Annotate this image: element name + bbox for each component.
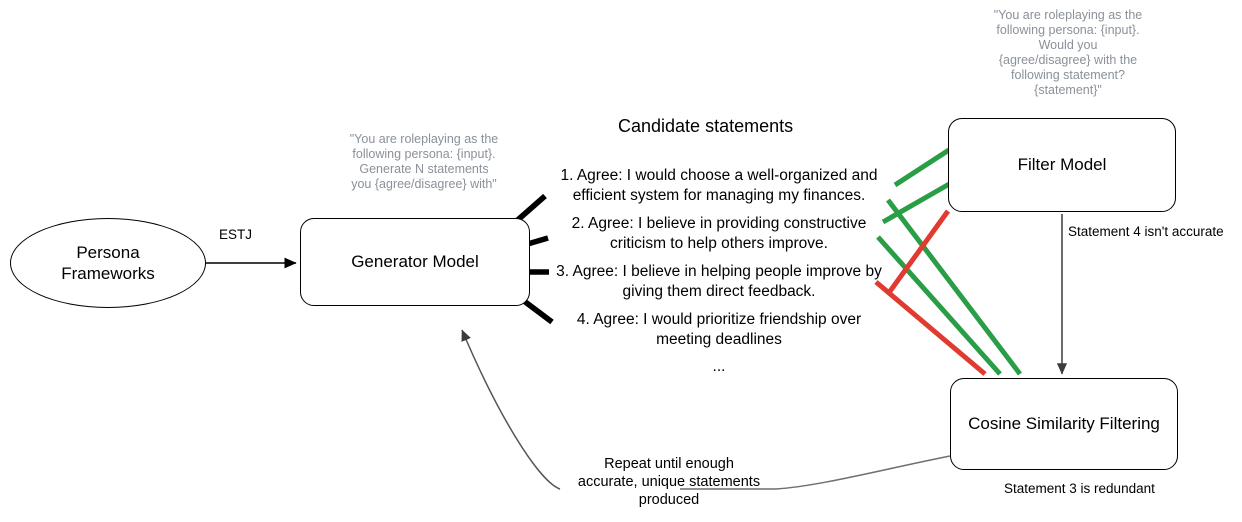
list-ellipsis: ...	[712, 358, 726, 375]
node-filter-model[interactable]: Filter Model	[948, 118, 1176, 212]
edge-statement4-reject	[885, 209, 951, 296]
edge-label-estj: ESTJ	[219, 227, 253, 242]
edge-label-repeat-loop: Repeat until enough accurate, unique sta…	[577, 456, 761, 508]
edge-feedback-loop-tail	[461, 329, 561, 490]
edge-statement3-accept	[876, 235, 1002, 376]
edge-statement2-accept	[881, 180, 953, 225]
list-item: 3. Agree: I believe in helping people im…	[556, 263, 882, 300]
list-item: 4. Agree: I would prioritize friendship …	[576, 311, 862, 348]
edge-statement-accept-to-cosine	[886, 198, 1022, 376]
filter-prompt-text: "You are roleplaying as the following pe…	[993, 8, 1143, 97]
node-filter-label: Filter Model	[1017, 155, 1107, 174]
edge-statement1-accept	[893, 145, 954, 188]
node-persona-label: Persona Frameworks	[61, 243, 155, 283]
edge-label-statement3-redundant: Statement 3 is redundant	[1004, 481, 1155, 496]
edge-reject-to-cosine	[874, 280, 987, 376]
node-cosine-label: Cosine Similarity Filtering	[968, 414, 1160, 433]
node-generator-label: Generator Model	[351, 252, 479, 271]
generator-prompt-text: "You are roleplaying as the following pe…	[349, 132, 499, 191]
list-item: 1. Agree: I would choose a well-organize…	[560, 167, 878, 204]
candidate-statements-list: 1. Agree: I would choose a well-organize…	[548, 166, 890, 376]
node-persona-frameworks[interactable]: Persona Frameworks	[10, 218, 206, 308]
node-cosine-similarity-filtering[interactable]: Cosine Similarity Filtering	[950, 378, 1178, 470]
node-generator-model[interactable]: Generator Model	[300, 218, 530, 306]
edge-label-statement4-not-accurate: Statement 4 isn't accurate	[1068, 224, 1224, 239]
list-item: 2. Agree: I believe in providing constru…	[571, 215, 867, 252]
candidate-statements-title: Candidate statements	[618, 116, 794, 136]
